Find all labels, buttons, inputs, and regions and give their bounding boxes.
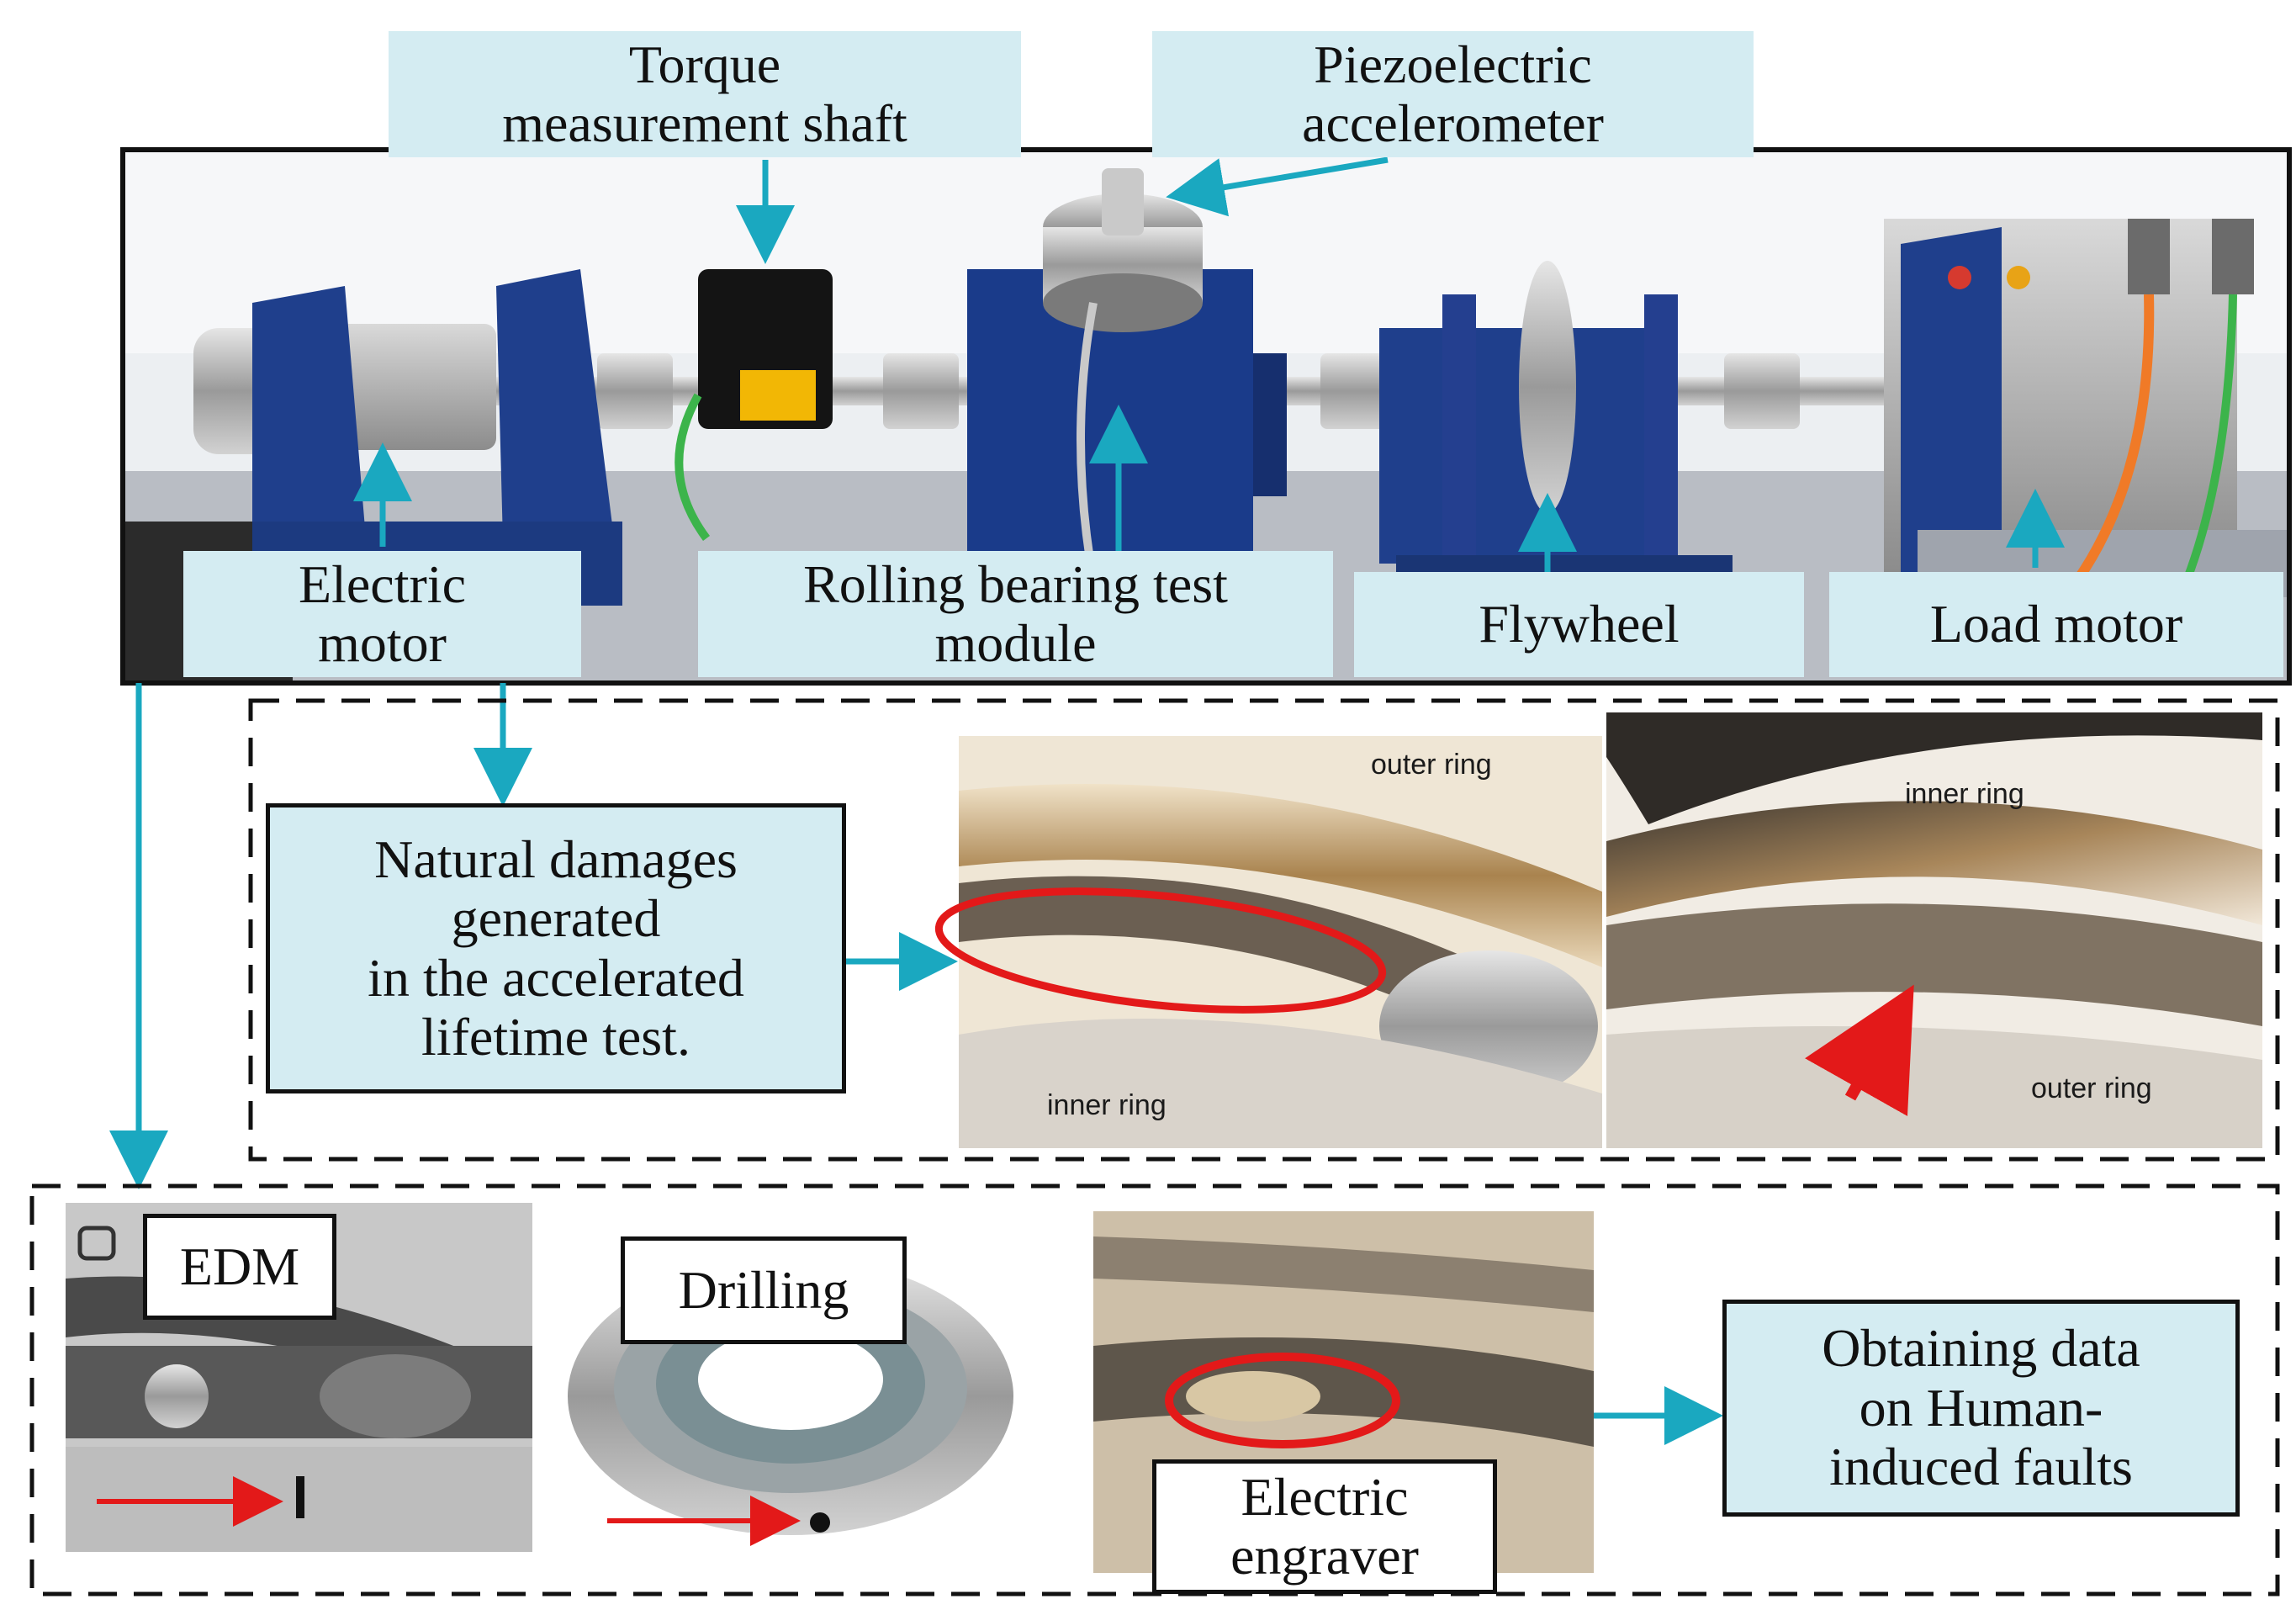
human-induced-faults-line-1: Obtaining data [1822, 1318, 2140, 1379]
electric-motor-label-line-1: Electric [299, 553, 466, 614]
natural-damage-group [248, 698, 2280, 1162]
inner-ring-tag-right: inner ring [1905, 778, 2024, 810]
human-induced-faults-label: Obtaining data on Human- induced faults [1722, 1300, 2240, 1517]
test-rig-photo [124, 151, 2288, 681]
natural-damage-marker [934, 887, 1387, 1014]
artificial-damage-group [29, 1183, 2280, 1596]
load-motor-label-text: Load motor [1929, 594, 2183, 654]
natural-damage-photo-outer: outer ring inner ring [934, 736, 1602, 1148]
accelerometer-label-line-2: accelerometer [1302, 93, 1604, 153]
natural-damage-red-arrow [1805, 984, 1914, 1116]
accelerometer-label-line-1: Piezoelectric [1314, 34, 1592, 94]
bearing-module-photo [967, 168, 1287, 589]
engraver-label-line-2: engraver [1230, 1526, 1419, 1586]
natural-damage-photo-inner: inner ring outer ring [1606, 712, 2262, 1148]
natural-damage-label-line-2: generated [451, 888, 661, 949]
human-induced-faults-line-2: on Human- [1859, 1377, 2103, 1438]
inner-ring-tag: inner ring [1047, 1089, 1167, 1121]
drilling-label: Drilling [621, 1236, 907, 1344]
engraver-label-line-1: Electric [1241, 1466, 1409, 1527]
shaft-couplings [597, 353, 1800, 429]
electric-motor-label-line-2: motor [318, 613, 447, 673]
electric-motor-label: Electric motor [183, 551, 581, 677]
edm-label-text: EDM [179, 1236, 300, 1296]
engraver-damage-marker [1165, 1353, 1400, 1448]
edm-label: EDM [143, 1214, 336, 1320]
bearing-module-label-line-2: module [934, 613, 1097, 673]
accelerometer-arrow [1166, 156, 1389, 217]
natural-damage-label-line-3: in the accelerated [368, 947, 744, 1008]
flywheel-label-text: Flywheel [1479, 594, 1680, 654]
flywheel-label: Flywheel [1354, 572, 1804, 677]
outer-ring-tag-right: outer ring [2031, 1072, 2152, 1104]
load-motor-label: Load motor [1829, 572, 2283, 677]
natural-damage-label-line-4: lifetime test. [421, 1006, 690, 1067]
natural-damage-label-line-1: Natural damages [374, 829, 738, 889]
torque-shaft-label-line-1: Torque [628, 34, 781, 94]
engraver-label: Electric engraver [1152, 1459, 1497, 1594]
accelerometer-label: Piezoelectric accelerometer [1152, 31, 1754, 157]
torque-shaft-label-line-2: measurement shaft [502, 93, 907, 153]
torque-shaft-label: Torque measurement shaft [389, 31, 1021, 157]
natural-damage-label: Natural damages generated in the acceler… [266, 803, 846, 1093]
bearing-module-label-line-1: Rolling bearing test [803, 553, 1228, 614]
human-induced-faults-line-3: induced faults [1829, 1437, 2133, 1497]
outer-ring-tag: outer ring [1371, 749, 1492, 781]
drilling-label-text: Drilling [678, 1259, 849, 1320]
bearing-module-label: Rolling bearing test module [698, 551, 1333, 677]
torque-shaft-photo [675, 269, 833, 541]
load-motor-photo [1884, 219, 2288, 597]
